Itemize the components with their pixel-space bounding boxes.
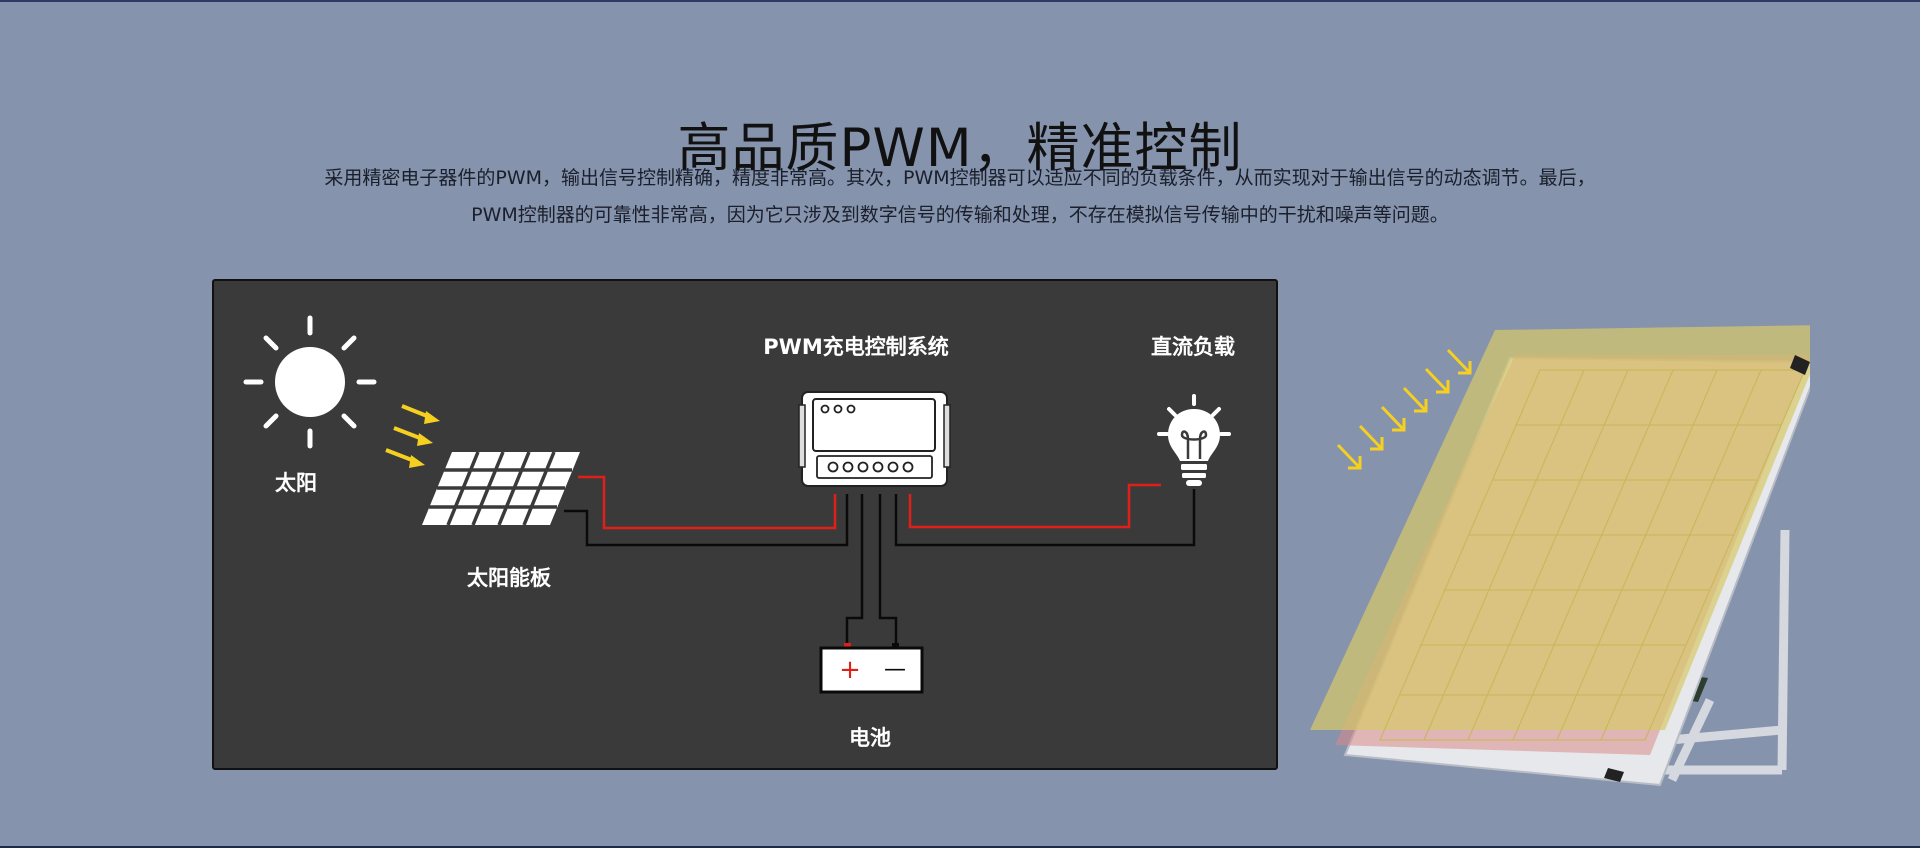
controller-icon bbox=[798, 391, 951, 487]
load-label: 直流负载 bbox=[1151, 335, 1235, 359]
battery-icon: + — bbox=[819, 643, 924, 694]
battery-plus: + bbox=[839, 655, 861, 685]
solar-panel-label: 太阳能板 bbox=[467, 566, 551, 590]
frame-foot bbox=[1604, 768, 1624, 782]
battery-minus: — bbox=[884, 657, 906, 682]
panel-cells bbox=[1379, 369, 1806, 741]
solar-panel-photo bbox=[1310, 325, 1810, 787]
controller-label: PWM充电控制系统 bbox=[763, 335, 949, 359]
panel-wires bbox=[564, 475, 849, 547]
sun-label: 太阳 bbox=[275, 471, 317, 495]
sun-ray-arrows-icon bbox=[385, 404, 440, 468]
load-wires bbox=[894, 483, 1196, 547]
description-line-1: 采用精密电子器件的PWM，输出信号控制精确，精度非常高。其次，PWM控制器可以适… bbox=[324, 167, 1596, 189]
system-diagram: + — bbox=[243, 315, 1231, 694]
page-description: 采用精密电子器件的PWM，输出信号控制精确，精度非常高。其次，PWM控制器可以适… bbox=[260, 160, 1660, 234]
solar-panel-icon bbox=[422, 451, 580, 526]
battery-label: 电池 bbox=[849, 726, 891, 750]
battery-wires bbox=[845, 494, 898, 648]
light-bulb-icon bbox=[1157, 394, 1231, 486]
page-title: 高品质PWM，精准控制 bbox=[677, 117, 1243, 179]
top-border bbox=[0, 0, 1920, 2]
description-line-2: PWM控制器的可靠性非常高，因为它只涉及到数字信号的传输和处理，不存在模拟信号传… bbox=[471, 204, 1449, 226]
sun-icon bbox=[243, 315, 377, 449]
sun-ray-arrows-icon bbox=[1336, 348, 1472, 470]
system-diagram-panel: + — 太阳 太阳能板 PWM充电控制系统 直流负载 电池 bbox=[212, 279, 1278, 770]
panel-stand bbox=[1620, 529, 1790, 782]
frame-corner bbox=[1790, 355, 1810, 375]
bottom-border bbox=[0, 846, 1920, 848]
